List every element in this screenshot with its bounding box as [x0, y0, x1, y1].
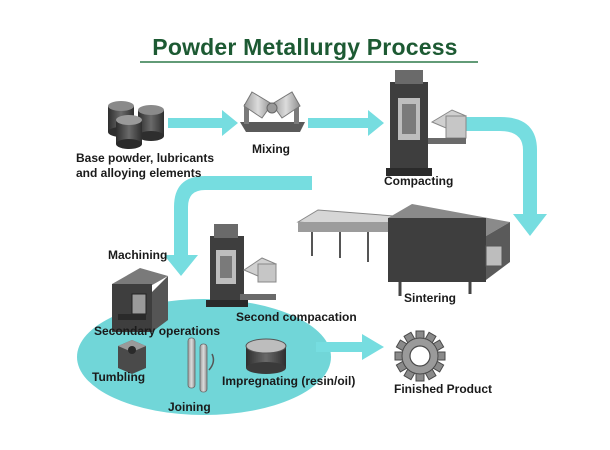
mixer-icon — [240, 91, 305, 132]
machining-center-icon — [112, 268, 168, 332]
flow-arrows — [164, 110, 547, 360]
label-joining: Joining — [168, 400, 211, 414]
label-base-powder-line1: Base powder, lubricants — [76, 151, 215, 165]
compacting-press-icon — [386, 70, 468, 176]
tumbling-part-icon — [118, 340, 146, 374]
arrow-mixing-to-compacting — [308, 110, 384, 136]
sintering-furnace-icon — [296, 204, 510, 296]
label-impregnating: Impregnating (resin/oil) — [222, 374, 356, 388]
arrow-secondary-to-finished — [316, 334, 384, 360]
label-tumbling: Tumbling — [92, 370, 146, 384]
label-sintering: Sintering — [404, 291, 457, 305]
second-press-icon — [206, 224, 278, 307]
label-finished-product: Finished Product — [394, 382, 493, 396]
label-base-powder-line2: and alloying elements — [76, 166, 202, 180]
label-second-compaction: Second compacation — [236, 310, 357, 324]
arrow-powder-to-mixing — [168, 110, 238, 136]
finished-gear-icon — [394, 330, 446, 382]
page-title: Powder Metallurgy Process — [152, 34, 458, 60]
label-secondary-operations: Secondary operations — [94, 324, 221, 338]
label-mixing: Mixing — [252, 142, 290, 156]
arrow-compacting-to-sintering — [466, 117, 547, 236]
impregnating-tank-icon — [245, 338, 287, 374]
powder-drums-icon — [108, 101, 164, 149]
joining-rods-icon — [187, 337, 215, 393]
label-compacting: Compacting — [384, 174, 454, 188]
label-machining: Machining — [108, 248, 168, 262]
arrow-sintering-to-secondary — [164, 176, 312, 276]
